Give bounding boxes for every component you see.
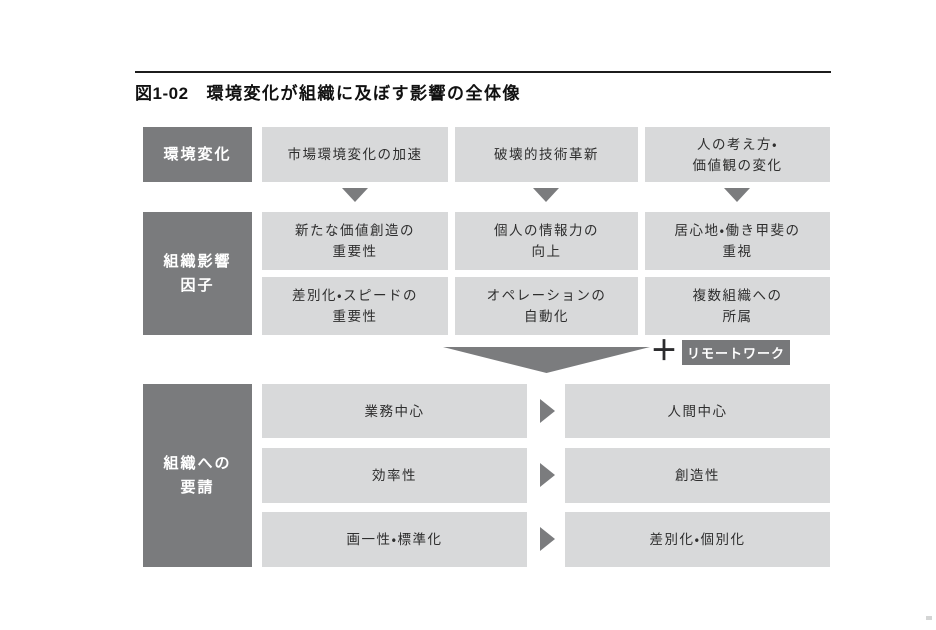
organization-demands-label: 組織への 要請 bbox=[143, 384, 252, 567]
factor-box-operation-automation: オペレーションの 自動化 bbox=[455, 277, 638, 335]
factor-box-text: 新たな価値創造の 重要性 bbox=[295, 223, 415, 259]
demand-box-text: 業務中心 bbox=[364, 403, 425, 419]
environment-change-label-text: 環境変化 bbox=[163, 145, 232, 163]
environment-change-label: 環境変化 bbox=[143, 127, 252, 182]
down-arrow-icon bbox=[533, 188, 559, 202]
demand-box-text: 効率性 bbox=[372, 468, 417, 483]
env-box-text: 市場環境変化の加速 bbox=[287, 147, 423, 162]
scan-artifact bbox=[926, 616, 932, 620]
env-box-values-change: 人の考え方・ 価値観の変化 bbox=[645, 127, 830, 182]
figure-number: 図1-02 bbox=[135, 84, 189, 103]
env-box-text: 破壊的技術革新 bbox=[494, 147, 599, 162]
factor-box-text: 差別化・スピードの 重要性 bbox=[291, 288, 419, 324]
factor-box-text: 居心地・働き甲斐の 重視 bbox=[674, 223, 801, 259]
demand-from-uniformity-standardization: 画一性・標準化 bbox=[262, 512, 527, 567]
right-arrow-icon bbox=[540, 463, 555, 487]
right-arrow-icon bbox=[540, 527, 555, 551]
demand-to-human-centered: 人間中心 bbox=[565, 384, 830, 438]
demand-box-text: 人間中心 bbox=[667, 403, 728, 419]
figure-title: 図1-02 環境変化が組織に及ぼす影響の全体像 bbox=[135, 79, 835, 104]
influence-factors-label-text: 組織影響 因子 bbox=[163, 252, 232, 294]
factor-box-text: 複数組織への 所属 bbox=[692, 288, 783, 324]
remote-work-badge-text: リモートワーク bbox=[686, 346, 785, 361]
demand-to-creativity: 創造性 bbox=[565, 448, 830, 503]
demand-box-text: 画一性・標準化 bbox=[346, 532, 443, 547]
env-box-text: 人の考え方・ 価値観の変化 bbox=[692, 136, 783, 173]
title-rule bbox=[135, 71, 831, 73]
demand-box-text: 創造性 bbox=[675, 468, 720, 483]
down-arrow-icon bbox=[724, 188, 750, 202]
funnel-down-arrow-icon bbox=[443, 347, 650, 373]
remote-work-badge: リモートワーク bbox=[682, 340, 790, 365]
factor-box-text: オペレーションの 自動化 bbox=[486, 288, 607, 324]
demand-box-text: 差別化・個別化 bbox=[649, 532, 746, 547]
down-arrow-icon bbox=[342, 188, 368, 202]
demand-from-efficiency: 効率性 bbox=[262, 448, 527, 503]
env-box-market-acceleration: 市場環境変化の加速 bbox=[262, 127, 448, 182]
factor-box-differentiation-speed: 差別化・スピードの 重要性 bbox=[262, 277, 448, 335]
factor-box-multiple-organizations: 複数組織への 所属 bbox=[645, 277, 830, 335]
demand-to-differentiation-individualization: 差別化・個別化 bbox=[565, 512, 830, 567]
influence-factors-label: 組織影響 因子 bbox=[143, 212, 252, 335]
factor-box-text: 個人の情報力の 向上 bbox=[494, 223, 599, 259]
factor-box-personal-information: 個人の情報力の 向上 bbox=[455, 212, 638, 270]
figure-title-text: 環境変化が組織に及ぼす影響の全体像 bbox=[206, 84, 522, 103]
demand-from-task-centered: 業務中心 bbox=[262, 384, 527, 438]
right-arrow-icon bbox=[540, 399, 555, 423]
organization-demands-label-text: 組織への 要請 bbox=[163, 454, 232, 496]
factor-box-comfort-worth: 居心地・働き甲斐の 重視 bbox=[645, 212, 830, 270]
env-box-disruptive-innovation: 破壊的技術革新 bbox=[455, 127, 638, 182]
plus-icon: ＋ bbox=[650, 336, 678, 366]
factor-box-new-value-creation: 新たな価値創造の 重要性 bbox=[262, 212, 448, 270]
